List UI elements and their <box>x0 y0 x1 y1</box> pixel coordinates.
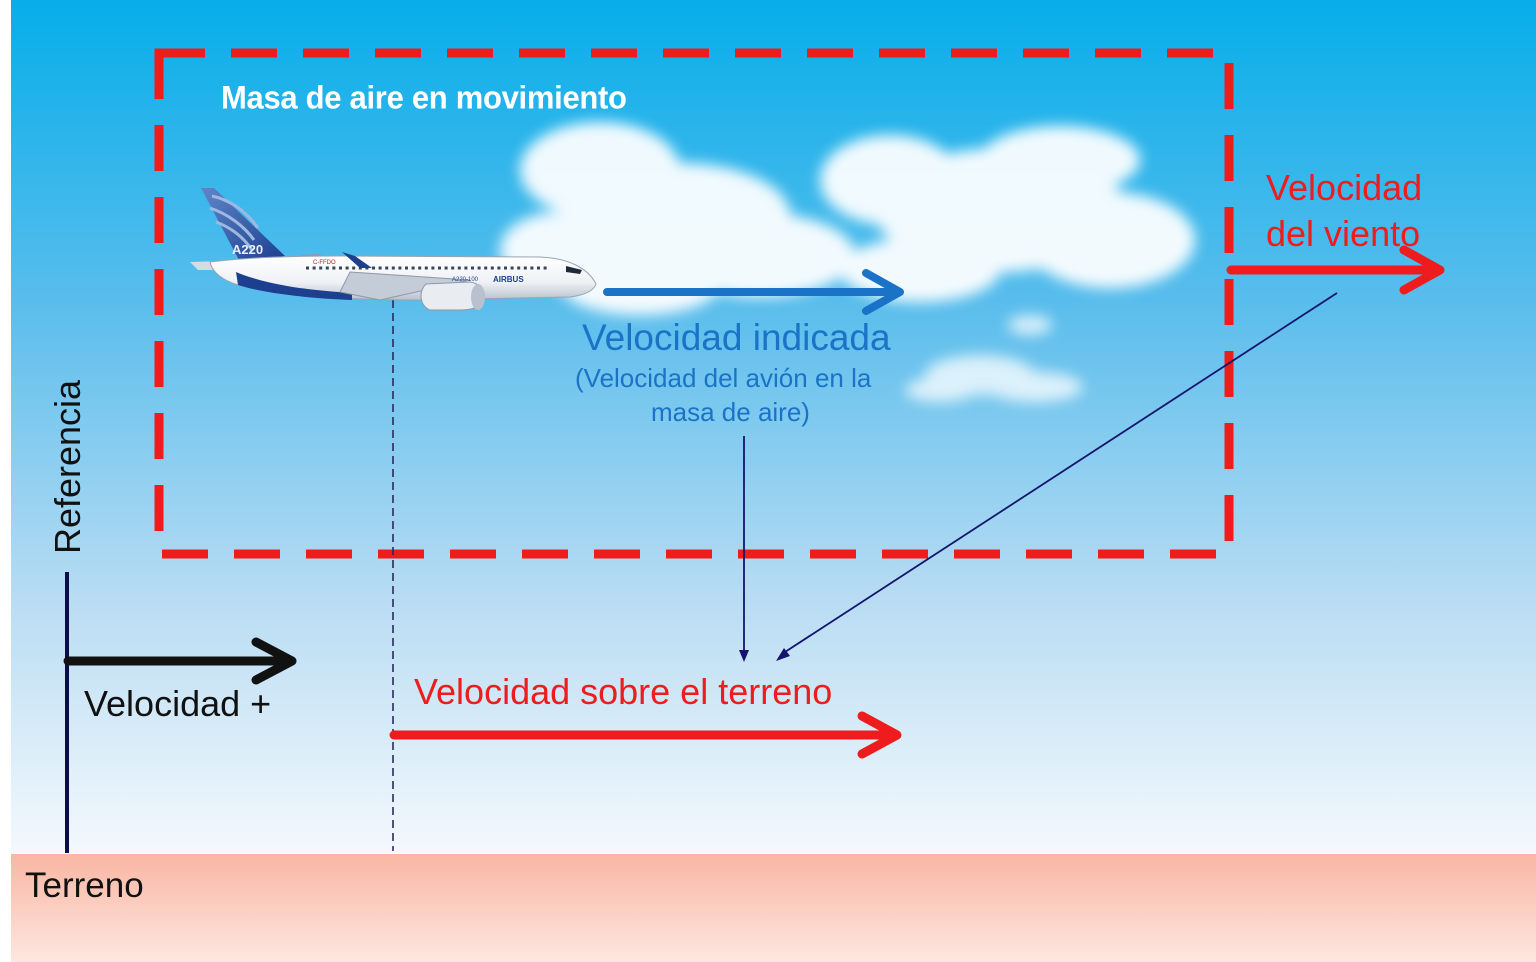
brand-lettering: AIRBUS <box>493 275 524 284</box>
tail-lettering: A220 <box>232 242 263 257</box>
sky <box>11 0 1536 855</box>
wind-speed-arrow <box>1226 245 1445 295</box>
aircraft: A220 C-FFDO A220-100 AIRBUS <box>190 188 597 311</box>
terrain-band <box>11 854 1536 962</box>
connector-arrows <box>739 292 1338 662</box>
tail-fin <box>201 188 285 262</box>
clouds <box>500 122 1195 402</box>
wind-speed-label-line2: del viento <box>1266 213 1421 254</box>
model-lettering: A220-100 <box>452 277 479 283</box>
indicated-speed-description-line2: masa de aire) <box>651 397 810 427</box>
air-mass-title: Masa de aire en movimiento <box>221 79 627 116</box>
indicated-speed-description-line1: (Velocidad del avión en la <box>575 363 872 393</box>
reference-label: Referencia <box>47 379 88 555</box>
indicated-speed-label: Velocidad indicada <box>582 317 891 358</box>
indicated-speed-arrow <box>603 269 904 315</box>
wind-speed-label-line1: Velocidad <box>1266 167 1423 208</box>
terrain-label: Terreno <box>25 866 144 905</box>
ground-speed-label: Velocidad sobre el terreno <box>414 671 833 712</box>
registration-lettering: C-FFDO <box>313 260 336 266</box>
positive-speed-label: Velocidad + <box>84 683 272 724</box>
ground-speed-arrow <box>389 711 902 759</box>
air-mass-border <box>154 48 1234 559</box>
positive-speed-arrow <box>63 637 297 685</box>
